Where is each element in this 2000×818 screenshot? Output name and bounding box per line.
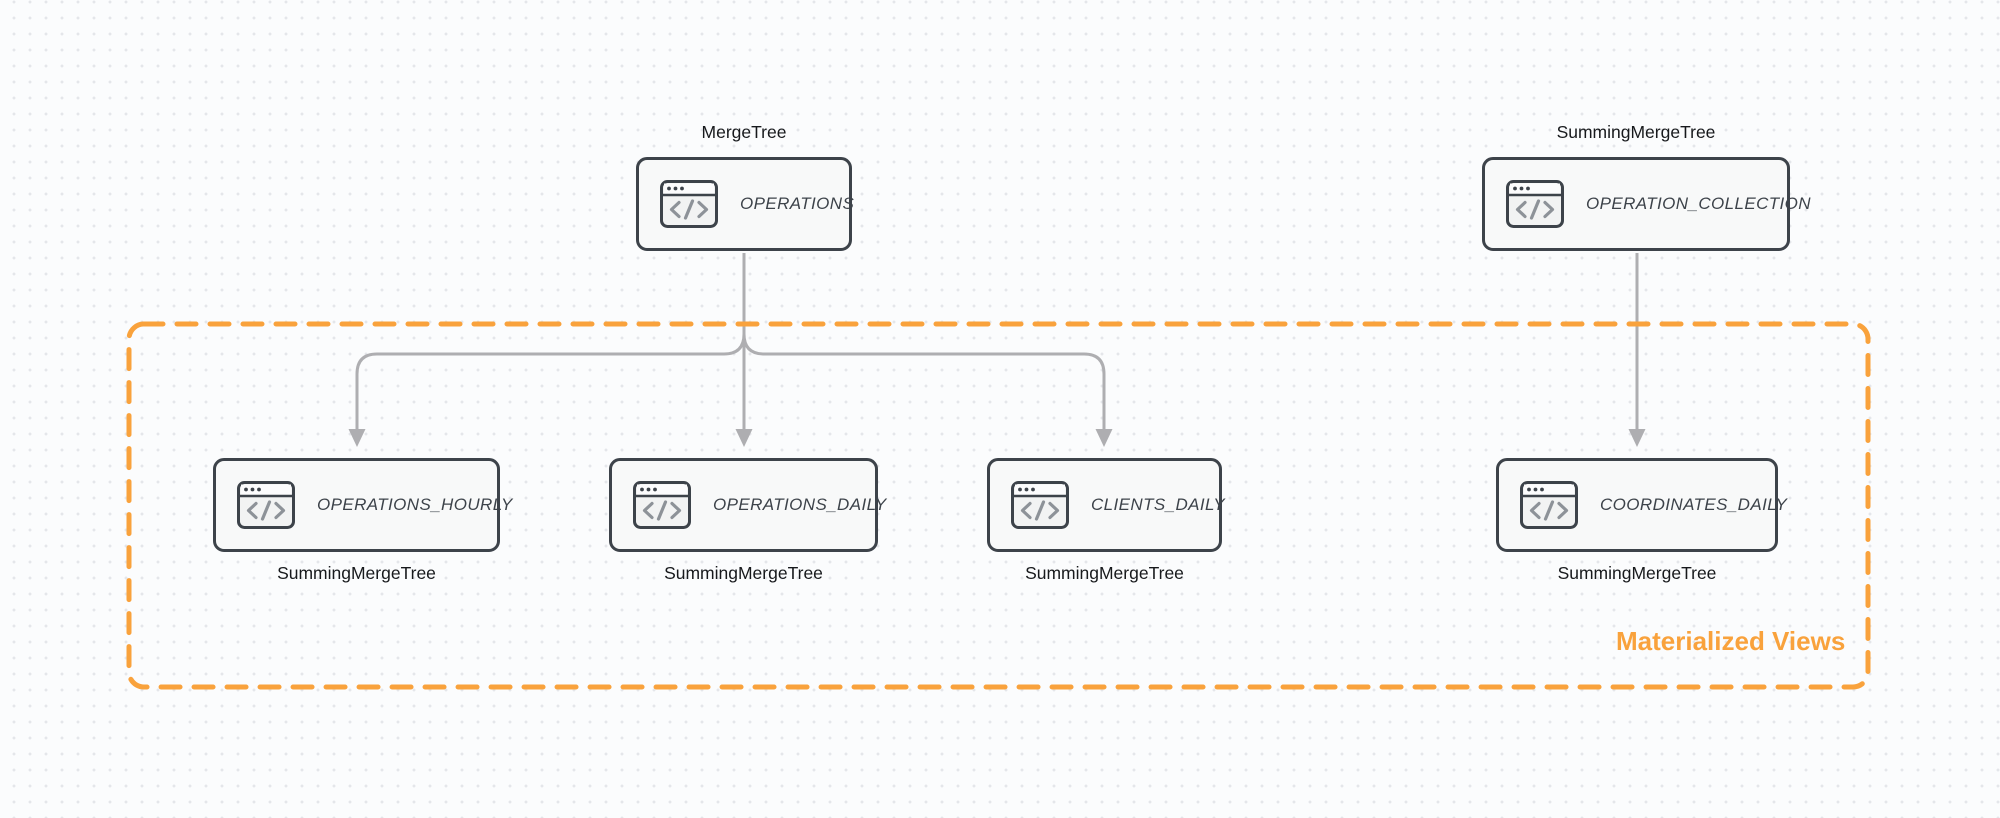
node-operations-hourly[interactable]: OPERATIONS_HOURLY SummingMergeTree (213, 458, 512, 583)
edge-operation-collection-to-coordinates-daily (1628, 253, 1646, 447)
code-window-icon (1520, 481, 1578, 529)
table-box[interactable]: COORDINATES_DAILY (1496, 458, 1787, 552)
engine-label: SummingMergeTree (1557, 563, 1717, 583)
arrowhead-icon (735, 429, 753, 447)
code-window-icon (1506, 180, 1564, 228)
table-name: OPERATIONS_DAILY (713, 495, 887, 514)
code-window-icon (1011, 481, 1069, 529)
engine-label: SummingMergeTree (664, 563, 823, 583)
edge-operations-to-clients-daily (742, 253, 1113, 447)
engine-label: MergeTree (701, 122, 787, 142)
table-name: COORDINATES_DAILY (1600, 495, 1788, 514)
table-box[interactable]: CLIENTS_DAILY (987, 458, 1226, 552)
table-name: OPERATIONS (740, 194, 855, 213)
arrowhead-icon (1628, 429, 1646, 447)
table-box[interactable]: OPERATION_COLLECTION (1482, 157, 1811, 251)
node-operation-collection[interactable]: SummingMergeTree OPERATION_COLLECTION (1482, 122, 1811, 251)
node-operations-daily[interactable]: OPERATIONS_DAILY SummingMergeTree (609, 458, 886, 583)
table-box[interactable]: OPERATIONS (636, 157, 855, 251)
code-window-icon (660, 180, 718, 228)
table-box[interactable]: OPERATIONS_DAILY (609, 458, 886, 552)
engine-label: SummingMergeTree (1025, 563, 1184, 583)
table-name: OPERATIONS_HOURLY (317, 495, 513, 514)
engine-label: SummingMergeTree (277, 563, 436, 583)
node-coordinates-daily[interactable]: COORDINATES_DAILY SummingMergeTree (1496, 458, 1787, 583)
code-window-icon (633, 481, 691, 529)
arrowhead-icon (348, 429, 366, 447)
node-clients-daily[interactable]: CLIENTS_DAILY SummingMergeTree (987, 458, 1226, 583)
edge-operations-to-operations-daily (735, 253, 753, 447)
arrowhead-icon (1095, 429, 1113, 447)
table-name: CLIENTS_DAILY (1091, 495, 1226, 514)
edge-operations-to-operations-hourly (348, 253, 746, 447)
table-box[interactable]: OPERATIONS_HOURLY (213, 458, 512, 552)
materialized-views-label: Materialized Views (1616, 626, 1846, 656)
node-operations[interactable]: MergeTree OPERATIONS (636, 122, 855, 251)
code-window-icon (237, 481, 295, 529)
engine-label: SummingMergeTree (1556, 122, 1716, 142)
table-name: OPERATION_COLLECTION (1586, 194, 1811, 213)
